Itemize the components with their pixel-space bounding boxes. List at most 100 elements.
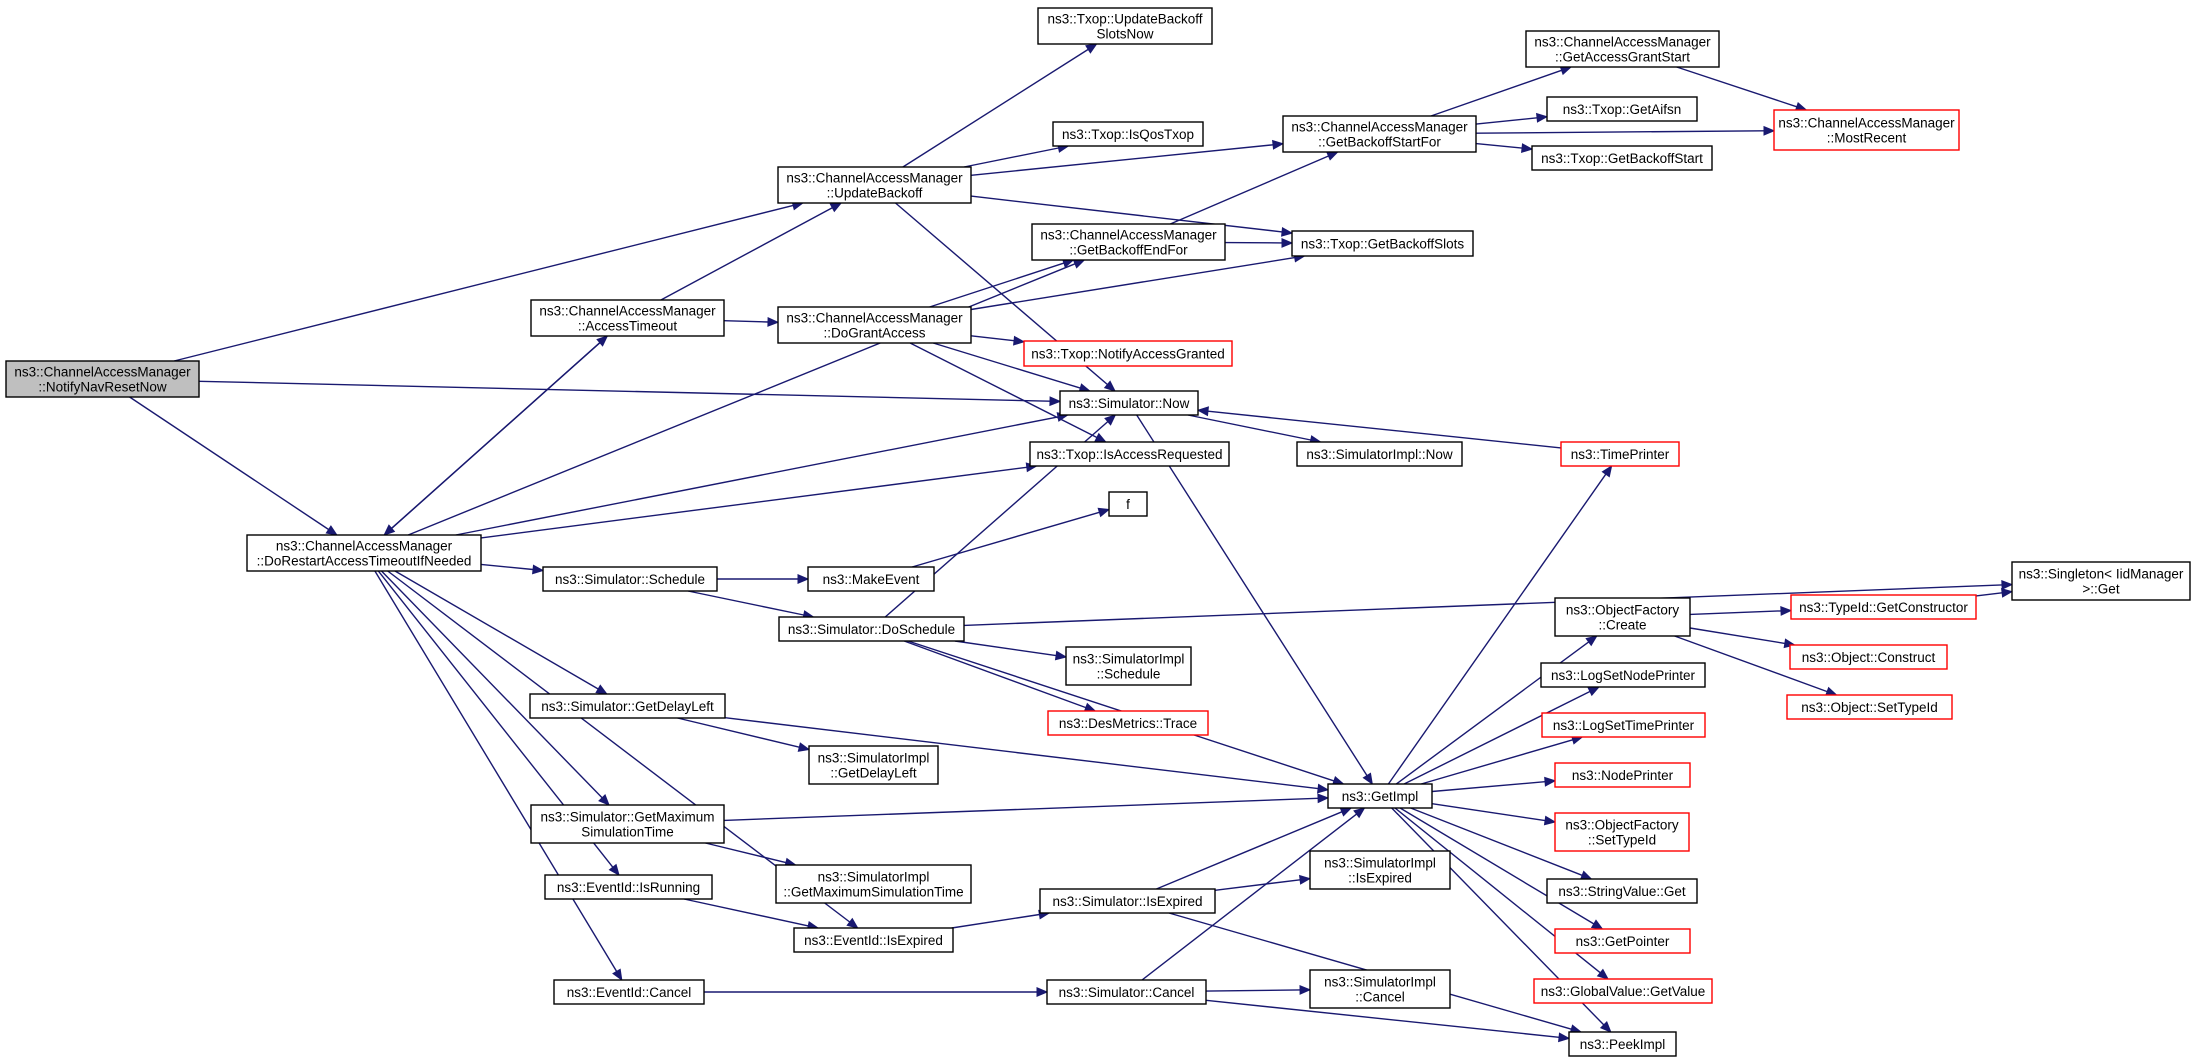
node-eventid-cancel[interactable]: ns3::EventId::Cancel [553,979,705,1005]
nodes-layer: ns3::ChannelAccessManager::NotifyNavRese… [5,7,2191,1057]
node-simulator-get-delay-left[interactable]: ns3::Simulator::GetDelayLeft [529,693,726,719]
node-update-backoff[interactable]: ns3::ChannelAccessManager::UpdateBackoff [777,166,972,204]
node-label-line: ns3::PeekImpl [1580,1037,1666,1052]
node-get-pointer[interactable]: ns3::GetPointer [1554,928,1691,954]
node-txop-get-backoff-start[interactable]: ns3::Txop::GetBackoffStart [1531,145,1713,171]
node-f[interactable]: f [1108,491,1148,517]
node-label-line: SlotsNow [1096,27,1153,42]
edge-arrowhead [1326,151,1339,161]
node-label-line: ::AccessTimeout [578,319,678,334]
edge-typeid_get_constructor-to-singleton_get [1975,588,2014,598]
node-label-line: ::DoRestartAccessTimeoutIfNeeded [257,554,472,569]
node-simulatorimpl-cancel[interactable]: ns3::SimulatorImpl::Cancel [1309,969,1451,1009]
node-object-factory-create[interactable]: ns3::ObjectFactory::Create [1554,597,1691,637]
node-do-restart[interactable]: ns3::ChannelAccessManager::DoRestartAcce… [246,534,482,572]
edge-line [455,416,1059,536]
node-node-printer[interactable]: ns3::NodePrinter [1554,762,1691,788]
node-box [1789,644,1948,670]
node-simulator-cancel[interactable]: ns3::Simulator::Cancel [1046,979,1207,1005]
edge-arrowhead [2001,588,2014,598]
node-simulator-schedule[interactable]: ns3::Simulator::Schedule [542,566,718,592]
edge-arrowhead [1579,870,1593,880]
node-time-printer[interactable]: ns3::TimePrinter [1560,441,1680,467]
node-singleton-get[interactable]: ns3::Singleton< IidManager>::Get [2011,561,2191,601]
node-typeid-get-constructor[interactable]: ns3::TypeId::GetConstructor [1790,594,1977,620]
node-txop-get-backoff-slots[interactable]: ns3::Txop::GetBackoffSlots [1291,230,1474,257]
node-label-line: ::GetAccessGrantStart [1555,50,1690,65]
edge-arrowhead [1049,396,1062,407]
node-label-line: ns3::GlobalValue::GetValue [1541,984,1706,999]
edge-line [480,466,1027,539]
edge-simulator_cancel-to-get_impl [1141,807,1366,981]
node-des-metrics-trace[interactable]: ns3::DesMetrics::Trace [1047,710,1209,736]
edge-arrowhead [1013,335,1026,346]
node-simulatorimpl-now[interactable]: ns3::SimulatorImpl::Now [1296,441,1463,467]
edge-arrowhead [797,574,810,584]
node-txop-get-aifsn[interactable]: ns3::Txop::GetAifsn [1546,96,1698,122]
node-access-timeout[interactable]: ns3::ChannelAccessManager::AccessTimeout [530,299,725,337]
node-box [1533,978,1713,1004]
node-label-line: ns3::Object::Construct [1802,650,1936,665]
node-label-line: ns3::ChannelAccessManager [1778,116,1955,131]
node-object-construct[interactable]: ns3::Object::Construct [1789,644,1948,670]
node-txop-notify-access-granted[interactable]: ns3::Txop::NotifyAccessGranted [1023,340,1233,367]
node-global-value-get-value[interactable]: ns3::GlobalValue::GetValue [1533,978,1713,1004]
edge-do_restart-to-eventid_cancel [374,570,623,982]
node-get-impl[interactable]: ns3::GetImpl [1327,783,1433,809]
node-simulator-get-max-sim-time[interactable]: ns3::Simulator::GetMaximumSimulationTime [530,804,725,844]
node-box [1531,145,1713,171]
edge-do_restart-to-eventid_is_expired [387,570,859,929]
node-object-set-typeid[interactable]: ns3::Object::SetTypeId [1786,694,1953,720]
node-simulatorimpl-schedule[interactable]: ns3::SimulatorImpl::Schedule [1065,646,1192,686]
node-label-line: ns3::Txop::GetBackoffStart [1541,151,1703,166]
edge-line [380,570,603,799]
node-label-line: ns3::SimulatorImpl [818,751,930,766]
node-peek-impl[interactable]: ns3::PeekImpl [1568,1031,1677,1057]
node-get-access-grant-start[interactable]: ns3::ChannelAccessManager::GetAccessGran… [1525,30,1720,68]
edge-do_grant_access-to-txop_notify_access_granted [970,335,1026,346]
node-object-factory-set-typeid[interactable]: ns3::ObjectFactory::SetTypeId [1554,812,1690,852]
node-simulator-is-expired[interactable]: ns3::Simulator::IsExpired [1039,888,1216,914]
node-most-recent[interactable]: ns3::ChannelAccessManager::MostRecent [1773,109,1960,151]
edge-arrowhead [1299,984,1312,995]
node-make-event[interactable]: ns3::MakeEvent [807,566,935,592]
node-log-set-time-printer[interactable]: ns3::LogSetTimePrinter [1541,712,1706,738]
node-get-backoff-end-for[interactable]: ns3::ChannelAccessManager::GetBackoffEnd… [1031,223,1226,261]
node-txop-is-qos-txop[interactable]: ns3::Txop::IsQosTxop [1052,121,1204,147]
node-box [1029,441,1230,467]
node-simulatorimpl-is-expired[interactable]: ns3::SimulatorImpl::IsExpired [1309,850,1451,890]
edge-line [1141,813,1358,981]
node-eventid-is-running[interactable]: ns3::EventId::IsRunning [544,874,713,900]
edge-time_printer-to-simulator_now [1196,406,1562,449]
node-log-set-node-printer[interactable]: ns3::LogSetNodePrinter [1540,662,1706,688]
node-label-line: ns3::Txop::UpdateBackoff [1047,12,1202,27]
edge-line [387,570,851,923]
node-txop-is-access-requested[interactable]: ns3::Txop::IsAccessRequested [1029,441,1230,467]
edge-line [705,842,787,864]
node-box [807,566,935,592]
edge-line [1475,117,1538,125]
edge-simulator_cancel-to-simulatorimpl_cancel [1205,984,1312,995]
node-box [1031,223,1226,261]
edge-line [1214,879,1301,891]
edge-do_restart-to-get_backoff_end_for [407,259,1086,536]
node-eventid-is-expired[interactable]: ns3::EventId::IsExpired [793,927,954,953]
node-box [1291,230,1474,257]
node-notify-nav-reset[interactable]: ns3::ChannelAccessManager::NotifyNavRese… [5,360,200,398]
node-simulatorimpl-get-delay-left[interactable]: ns3::SimulatorImpl::GetDelayLeft [808,745,939,785]
node-string-value-get[interactable]: ns3::StringValue::Get [1546,878,1698,904]
node-get-backoff-start-for[interactable]: ns3::ChannelAccessManager::GetBackoffSta… [1282,115,1477,153]
node-box [530,804,725,844]
node-simulatorimpl-get-max-sim-time[interactable]: ns3::SimulatorImpl::GetMaximumSimulation… [775,864,972,904]
edge-line [1430,69,1562,117]
node-simulator-now[interactable]: ns3::Simulator::Now [1059,390,1199,416]
edge-line [1207,410,1562,449]
edge-line [932,342,1081,389]
edge-get_impl-to-get_pointer [1399,807,1604,930]
node-do-grant-access[interactable]: ns3::ChannelAccessManager::DoGrantAccess [777,306,972,344]
edge-arrowhead [532,564,545,575]
node-box [1309,850,1451,890]
node-label-line: ns3::SimulatorImpl [1324,975,1436,990]
node-simulator-do-schedule[interactable]: ns3::Simulator::DoSchedule [778,616,965,642]
